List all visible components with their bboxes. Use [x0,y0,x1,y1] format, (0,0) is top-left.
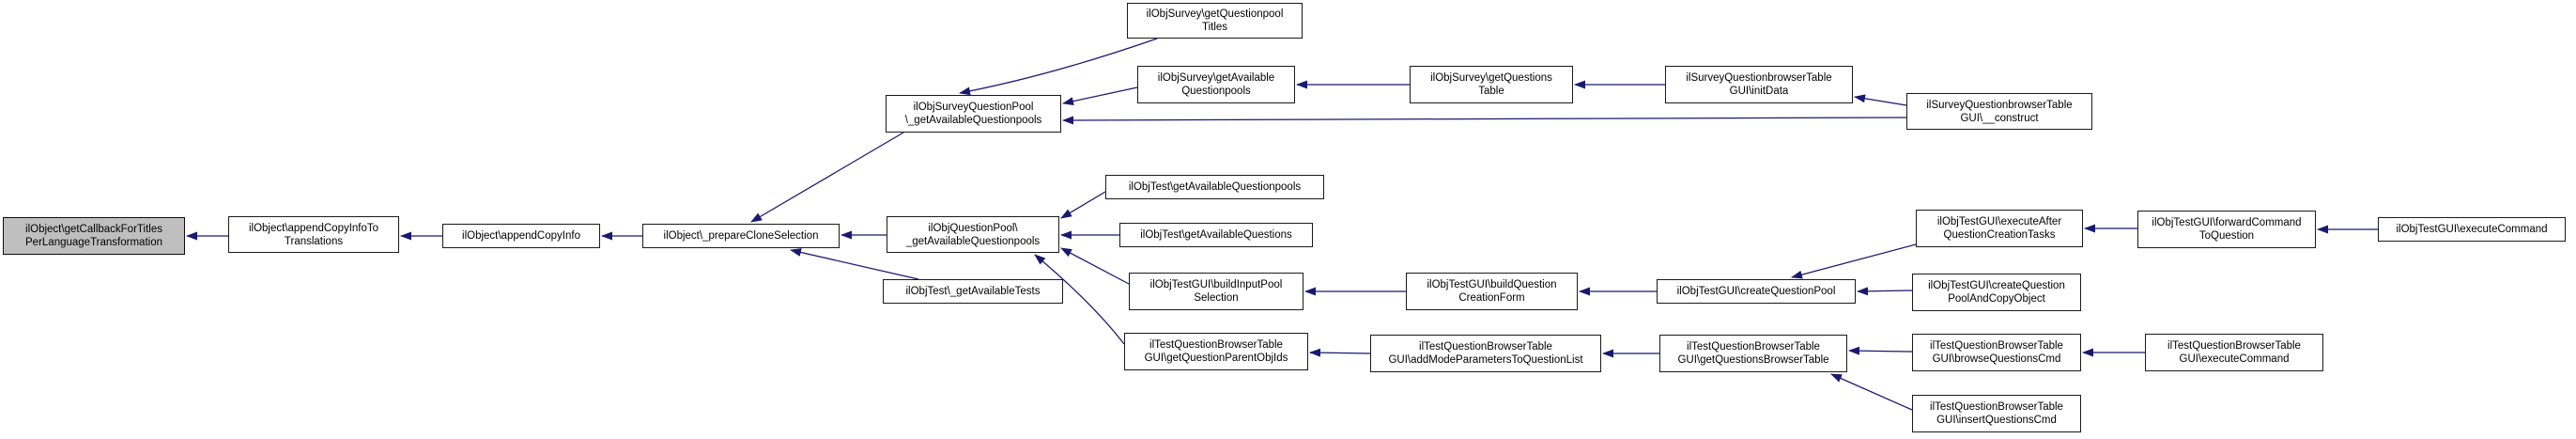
node-label-line: Questionpools [1181,86,1251,97]
node-label-line: ilTestQuestionBrowserTable [1419,341,1552,353]
node-svy-qpl-get-available-questionpools[interactable]: ilObjSurveyQuestionPool \_getAvailableQue… [886,95,1061,133]
node-label-line: GUI\insertQuestionsCmd [1936,415,2057,426]
node-label-line: GUI\getQuestionParentObjIds [1144,353,1288,364]
edge-tst-qbrowser-get-question-parent-obj-ids-to-qpl-get-available-questionpools [1034,254,1125,345]
node-label-line: GUI\initData [1729,86,1789,97]
node-label-line: ilObjQuestionPool\ [928,222,1018,234]
edge-tstgui-execute-after-question-creation-tasks-to-tstgui-create-question-pool [1791,243,1917,279]
edge-svy-get-available-questionpools-to-svy-qpl-get-available-questionpools [1062,86,1138,106]
node-label-line: QuestionCreationTasks [1943,229,2056,241]
node-label-line: ilObjTestGUI\createQuestion [1928,280,2065,291]
node-label-line: ilObjSurvey\getQuestionpool [1146,8,1284,20]
edge-tst-qbrowser-browse-questions-cmd-to-tst-qbrowser-get-questions-browser-table [1848,346,1913,355]
node-label-line: GUI\__construct [1960,112,2039,124]
node-label-line: ilObject\appendCopyInfo [462,230,580,242]
node-label-line: ilObjTestGUI\createQuestionPool [1676,286,1836,297]
node-label-line: ilObjSurvey\getAvailable [1157,72,1275,84]
node-label-line: ilTestQuestionBrowserTable [2167,340,2301,352]
node-label-line: ilObjTestGUI\executeAfter [1936,216,2062,227]
node-label-line: ilObjTest\getAvailableQuestions [1140,229,1292,241]
node-label-line: ilObjTestGUI\buildQuestion [1427,279,1557,290]
node-label-line: ilTestQuestionBrowserTable [1930,340,2063,352]
node-label-line: PoolAndCopyObject [1948,293,2045,305]
node-tst-get-available-questionpools[interactable]: ilObjTest\getAvailableQuestionpools [1105,175,1324,199]
node-label-line: Table [1478,86,1504,97]
node-tst-get-available-questions[interactable]: ilObjTest\getAvailableQuestions [1119,223,1313,247]
node-label-line: GUI\addModeParametersToQuestionList [1388,354,1583,366]
node-tst-get-available-tests[interactable]: ilObjTest\_getAvailableTests [883,279,1063,304]
node-label-line: ilObjTest\getAvailableQuestionpools [1128,181,1302,193]
node-label-line: ilTestQuestionBrowserTable [1687,341,1820,353]
node-label-line: ilSurveyQuestionbrowserTable [1926,99,2073,111]
edge-svy-get-questionpool-titles-to-svy-qpl-get-available-questionpools [959,38,1158,96]
node-obj-append-copy-info[interactable]: ilObject\appendCopyInfo [442,224,600,248]
node-label-line: ilTestQuestionBrowserTable [1149,339,1283,351]
node-label-line: _getAvailableQuestionpools [905,235,1041,247]
node-label-line: ToQuestion [2198,230,2255,242]
node-label-line: ilTestQuestionBrowserTable [1930,401,2063,413]
node-label-line: ilObjSurveyQuestionPool [913,102,1034,113]
node-tstgui-execute-command[interactable]: ilObjTestGUI\executeCommand [2378,217,2566,242]
node-label-line: PerLanguageTransformation [25,237,162,248]
node-tstgui-create-question-pool[interactable]: ilObjTestGUI\createQuestionPool [1657,279,1856,304]
node-label-line: ilObjTest\_getAvailableTests [905,286,1041,297]
edge-tstgui-create-question-pool-and-copy-object-to-tstgui-create-question-pool [1857,287,1913,296]
node-label-line: ilObject\appendCopyInfoTo [248,222,379,234]
node-label-line: ilObject\getCallbackForTitles [25,224,162,235]
edge-tstgui-build-input-pool-selection-to-qpl-get-available-questionpools [1060,247,1130,285]
node-label-line: GUI\executeCommand [2179,353,2290,365]
node-label-line: ilObjTestGUI\executeCommand [2396,224,2548,235]
node-label-line: ilObjTestGUI\buildInputPool [1149,279,1283,290]
node-label-line: GUI\browseQuestionsCmd [1932,353,2061,365]
node-label-line: ilObjTestGUI\forwardCommand [2152,217,2302,228]
node-label-line: Translations [284,235,344,247]
node-qpl-get-available-questionpools[interactable]: ilObjQuestionPool\_getAvailableQuestionp… [887,216,1059,253]
node-label-line: ilObject\_prepareCloneSelection [663,230,819,242]
edge-svy-qbrowser-construct-to-svy-qpl-get-available-questionpools [1062,116,1907,125]
node-label-line: Titles [1201,22,1228,33]
node-label-line: Selection [1194,292,1239,304]
node-label-line: GUI\getQuestionsBrowserTable [1677,354,1829,366]
node-obj-prepare-clone-selection[interactable]: ilObject\_prepareCloneSelection [642,224,840,248]
edge-svy-qpl-get-available-questionpools-to-obj-prepare-clone-selection [750,132,904,223]
edge-tst-qbrowser-insert-questions-cmd-to-tst-qbrowser-get-questions-browser-table [1830,373,1913,411]
node-label-line: \_getAvailableQuestionpools [904,115,1042,126]
edge-svy-qbrowser-construct-to-svy-qbrowser-init-data [1854,94,1907,106]
edge-tst-get-available-questionpools-to-qpl-get-available-questionpools [1060,191,1106,219]
node-label-line: ilObjSurvey\getQuestions [1430,72,1552,84]
node-label-line: ilSurveyQuestionbrowserTable [1686,72,1832,84]
edge-tst-get-available-tests-to-obj-prepare-clone-selection [790,248,919,280]
node-label-line: CreationForm [1458,292,1525,304]
